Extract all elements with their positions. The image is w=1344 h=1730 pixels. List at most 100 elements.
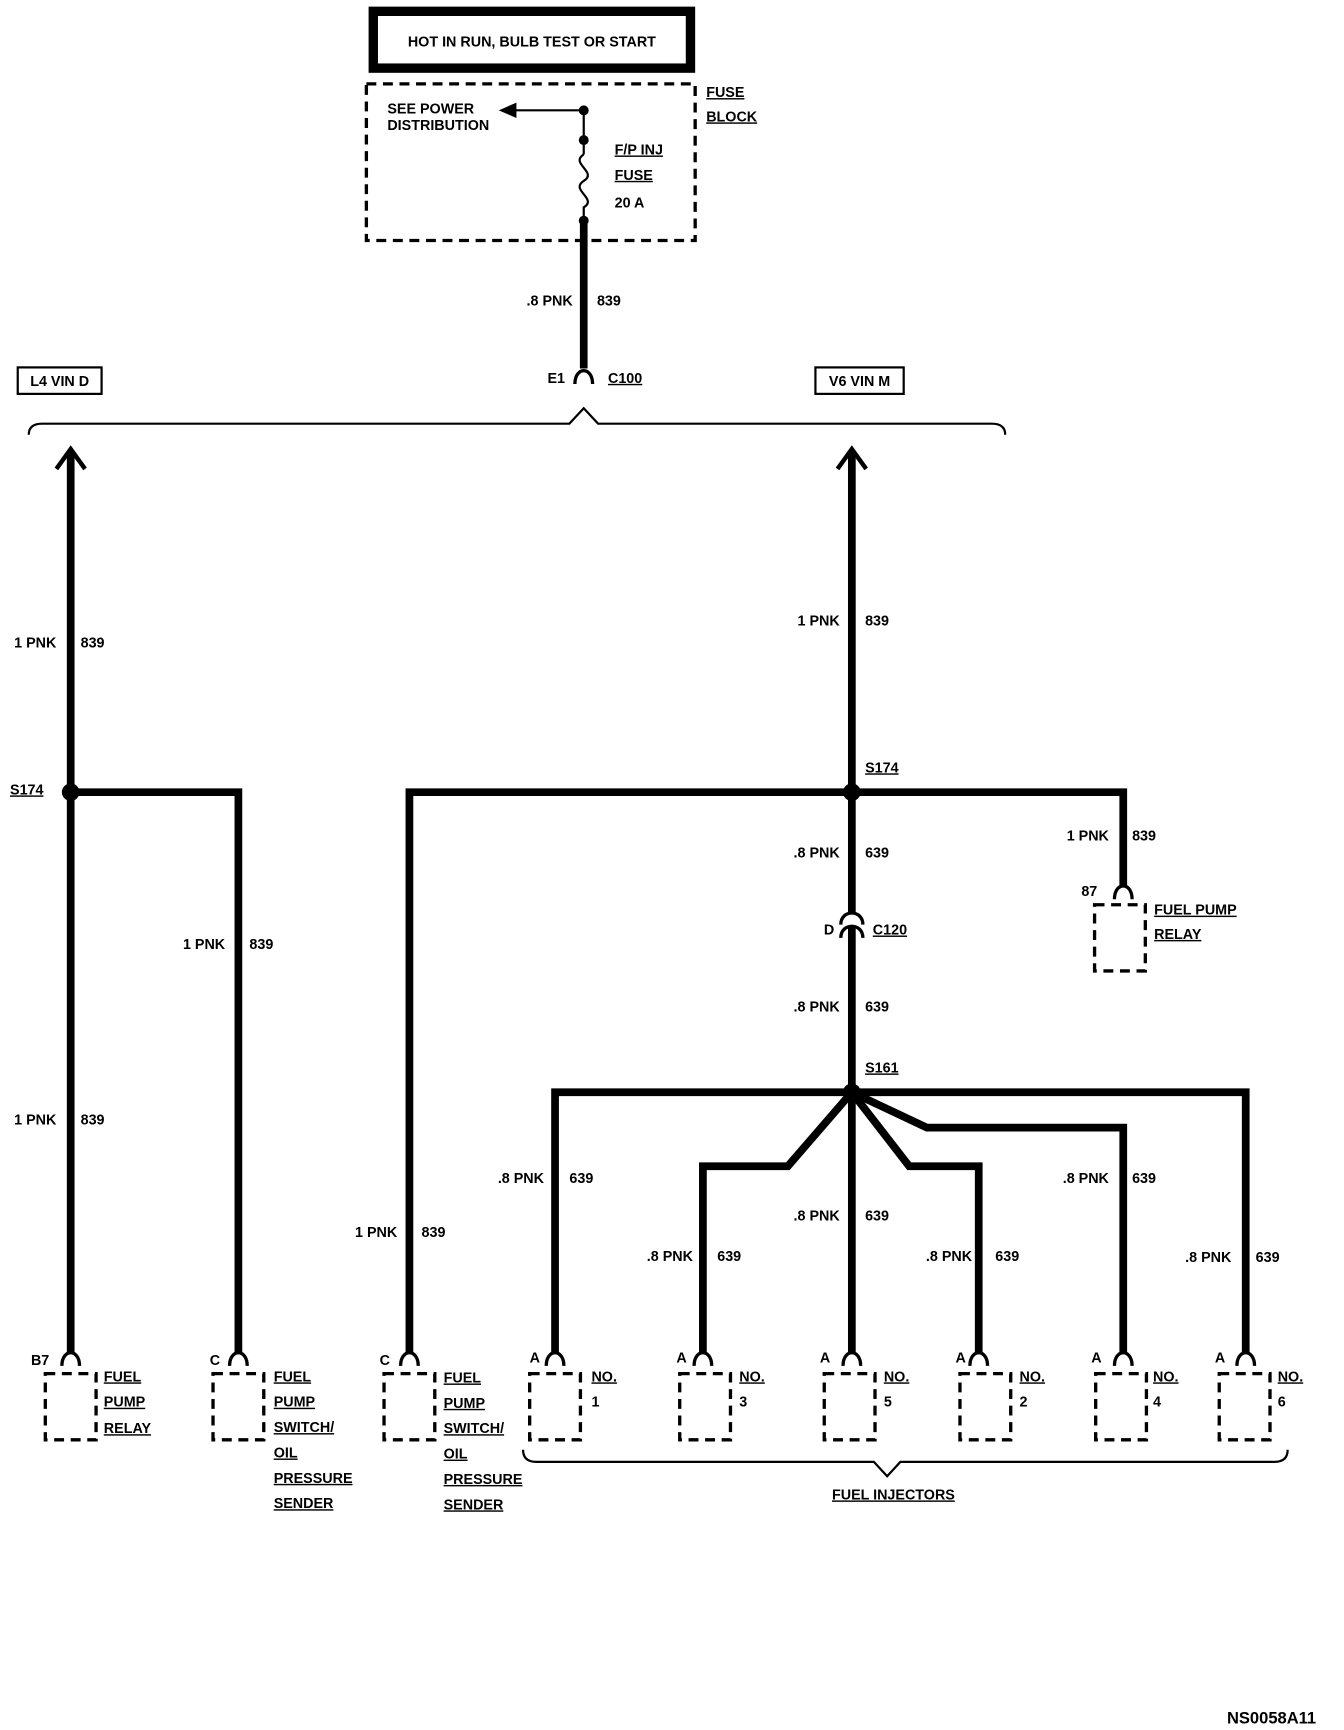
wire-right-top-circuit: 839 — [865, 614, 889, 630]
injectors-brace — [521, 1449, 1289, 1478]
injector-2-label: NO. — [1020, 1369, 1045, 1385]
variant-left-box — [16, 366, 103, 395]
injector-3-number: 3 — [739, 1395, 747, 1411]
variant-right-box — [814, 366, 905, 395]
right-switch-label-4: OIL — [444, 1447, 468, 1463]
injector-1-label: NO. — [591, 1369, 616, 1385]
wire-injector-1-size: .8 PNK — [498, 1171, 545, 1187]
variant-right: V6 VIN M — [814, 366, 905, 395]
left-switch-label-5: PRESSURE — [274, 1471, 353, 1487]
right-switch-label-5: PRESSURE — [444, 1472, 523, 1488]
injector-3: A NO. 3 — [676, 1351, 765, 1442]
injector-3-box — [678, 1371, 733, 1442]
splice-injectors — [843, 1083, 861, 1102]
variant-right-label: V6 VIN M — [829, 374, 890, 390]
variant-left-label: L4 VIN D — [30, 374, 89, 390]
fuse-name-1: F/P INJ — [615, 142, 663, 158]
right-arrow-icon — [835, 445, 868, 471]
splice-left — [61, 783, 80, 802]
fuse-block-title-2: BLOCK — [706, 109, 758, 125]
wire-right-switch-circuit: 839 — [422, 1225, 446, 1241]
fuse-rating: 20 A — [615, 195, 645, 211]
wire-injector-2-size: .8 PNK — [926, 1249, 973, 1265]
diagram-id: NS0058A11 — [1227, 1708, 1316, 1727]
injector-3-label: NO. — [739, 1369, 764, 1385]
injector-5-number: 5 — [884, 1395, 892, 1411]
wire-injector-6-size: .8 PNK — [1185, 1250, 1232, 1266]
see-power-arrowhead — [498, 102, 517, 119]
c120-name: C120 — [873, 923, 907, 939]
wire-injector-1-and-6-bus — [551, 1088, 1250, 1353]
left-relay-label-3: RELAY — [104, 1421, 152, 1437]
c100-connector-icon — [573, 369, 595, 385]
injector-4-connector-icon — [1112, 1351, 1134, 1367]
fuse-block: FUSE BLOCK SEE POWER DISTRIBUTION F/P IN… — [364, 82, 758, 243]
see-power-distribution-2: DISTRIBUTION — [387, 118, 489, 134]
right-switch-label-3: SWITCH/ — [444, 1421, 505, 1437]
left-relay-label-1: FUEL — [104, 1369, 142, 1385]
left-switch-pin: C — [210, 1353, 220, 1369]
injector-4-box — [1094, 1371, 1149, 1442]
injector-2-connector-icon — [968, 1351, 990, 1367]
left-switch-label-6: SENDER — [274, 1496, 334, 1512]
wire-left-relay-circuit: 839 — [81, 1112, 105, 1128]
wire-right-distribution — [405, 788, 1128, 1353]
injector-4-number: 4 — [1153, 1395, 1161, 1411]
wire-injector-4-size: .8 PNK — [1063, 1171, 1110, 1187]
injector-5-connector-icon — [841, 1351, 863, 1367]
left-switch-box — [211, 1371, 266, 1442]
left-switch-connector-icon — [227, 1351, 249, 1367]
injectors-group-label: FUEL INJECTORS — [832, 1487, 955, 1503]
injector-5-box — [822, 1371, 877, 1442]
splice-right-label: S174 — [865, 760, 898, 776]
injector-4-label: NO. — [1153, 1369, 1178, 1385]
c100-pin: E1 — [547, 371, 565, 387]
see-power-distribution-1: SEE POWER — [387, 102, 474, 118]
injector-1-number: 1 — [591, 1395, 599, 1411]
injector-2-box — [958, 1371, 1013, 1442]
injector-3-connector-icon — [692, 1351, 714, 1367]
wire-left-switch-size: 1 PNK — [183, 937, 226, 953]
power-condition-box: HOT IN RUN, BULB TEST OR START — [368, 6, 696, 73]
injector-2: A NO. 2 — [956, 1351, 1045, 1442]
injector-3-pin: A — [676, 1351, 686, 1367]
splice-right — [843, 783, 861, 802]
right-switch-pin: C — [380, 1353, 390, 1369]
wire-injector-3-size: .8 PNK — [647, 1249, 694, 1265]
left-switch-label-1: FUEL — [274, 1369, 312, 1385]
wire-injector-5-size: .8 PNK — [794, 1208, 841, 1224]
wire-injector-3 — [699, 1089, 855, 1353]
power-condition-inner — [376, 14, 687, 65]
left-switch-label-4: OIL — [274, 1445, 298, 1461]
left-switch-label-3: SWITCH/ — [274, 1420, 335, 1436]
fuse-node-top — [578, 105, 589, 116]
left-relay-pin: B7 — [31, 1353, 49, 1369]
right-switch-label-6: SENDER — [444, 1497, 504, 1513]
right-switch-label-1: FUEL — [444, 1370, 482, 1386]
wire-c120-lower-circuit: 639 — [865, 1000, 889, 1016]
injector-1-connector-icon — [544, 1351, 566, 1367]
right-switch-box — [382, 1371, 437, 1442]
injector-4-pin: A — [1091, 1351, 1101, 1367]
variant-left: L4 VIN D — [16, 366, 103, 395]
c120-connector-icon-bottom — [839, 924, 865, 939]
injector-4: A NO. 4 — [1091, 1351, 1179, 1442]
wire-right-switch-size: 1 PNK — [355, 1225, 398, 1241]
left-relay-box — [43, 1371, 98, 1442]
injector-5-label: NO. — [884, 1369, 909, 1385]
left-relay-label-2: PUMP — [104, 1395, 146, 1411]
wire-injector-4-circuit: 639 — [1132, 1171, 1156, 1187]
wire-c120-upper-size: .8 PNK — [794, 845, 841, 861]
wire-left-top-circuit: 839 — [81, 636, 105, 652]
left-arrow-icon — [54, 445, 87, 471]
injector-6-connector-icon — [1235, 1351, 1257, 1367]
wire-c120-lower-size: .8 PNK — [794, 1000, 841, 1016]
right-relay-label-1: FUEL PUMP — [1154, 903, 1237, 919]
right-relay-connector-icon — [1112, 884, 1134, 900]
injector-5-pin: A — [820, 1351, 830, 1367]
injector-6-label: NO. — [1278, 1369, 1303, 1385]
splice-injectors-label: S161 — [865, 1060, 898, 1076]
wire-feed-circuit: 839 — [597, 294, 621, 310]
right-relay-pin: 87 — [1081, 884, 1097, 900]
fuse-block-outline — [364, 82, 697, 243]
